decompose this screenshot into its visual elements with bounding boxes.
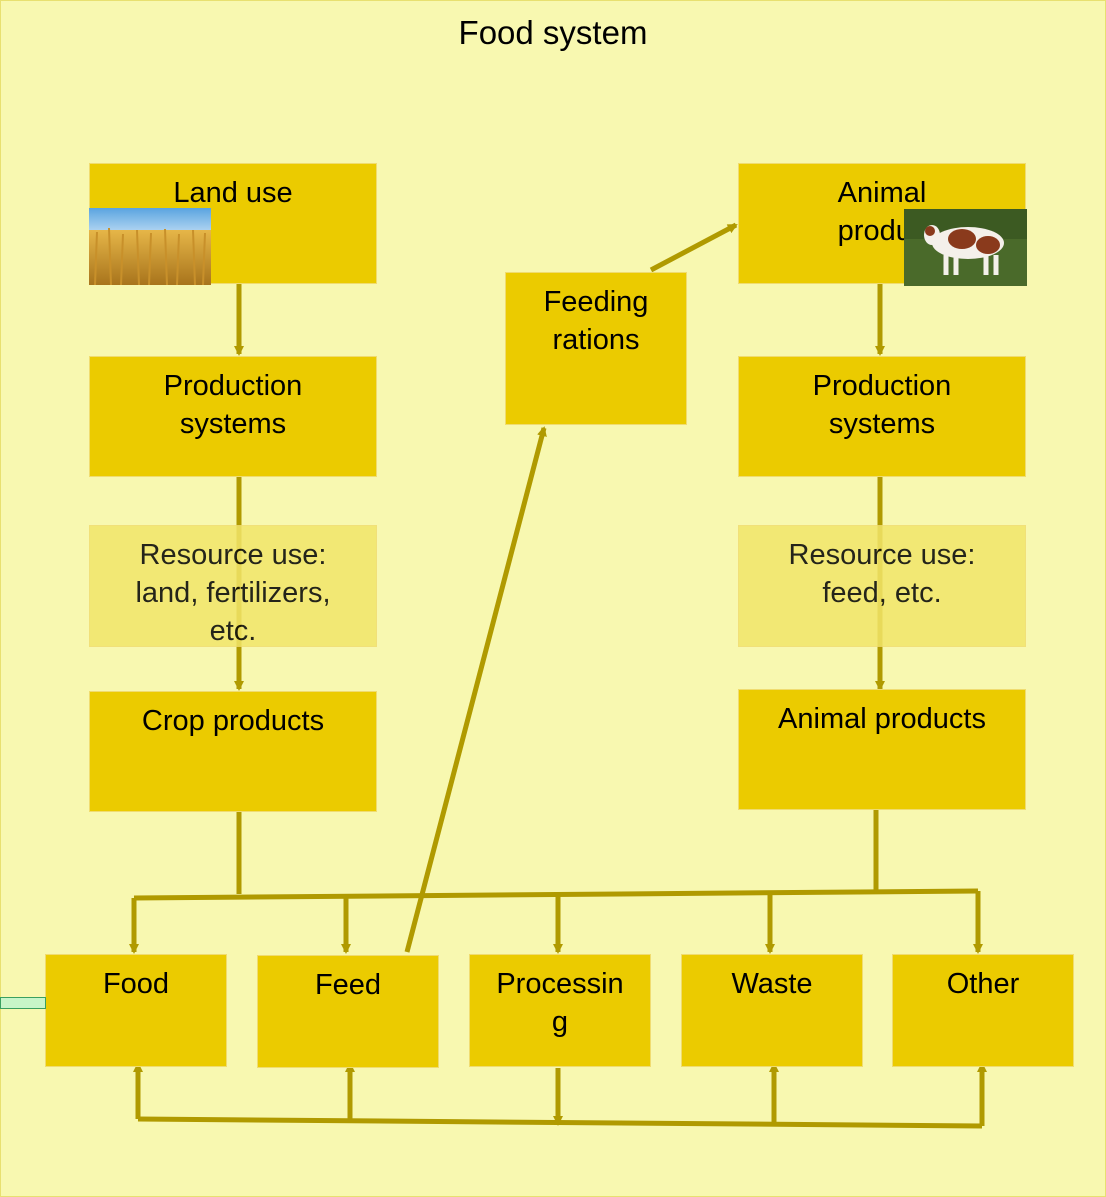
feeding-rations-box: Feeding rations: [505, 272, 687, 425]
crop-resource-use-box: Resource use: land, fertilizers, etc.: [89, 525, 377, 647]
return-bar: [137, 1116, 983, 1129]
side-handle[interactable]: [0, 997, 46, 1009]
use-box-processing: Processin g: [469, 954, 651, 1067]
use-label-waste: Waste: [731, 968, 813, 1000]
crop-production-systems-box: Production systems: [89, 356, 377, 477]
crop-products-box: Crop products: [89, 691, 377, 812]
diagram-title: Food system: [458, 14, 648, 51]
use-box-feed: Feed: [257, 955, 439, 1068]
animal-production-systems-label: Production systems: [812, 370, 952, 440]
use-label-food: Food: [102, 968, 170, 1000]
crop-resource-use-label: Resource use: land, fertilizers, etc.: [135, 539, 331, 647]
use-label-other: Other: [946, 968, 1020, 1000]
use-box-food: Food: [45, 954, 227, 1067]
use-box-other: Other: [892, 954, 1074, 1067]
crop-production-systems-label: Production systems: [163, 370, 303, 440]
land-use-label: Land use: [173, 177, 293, 209]
use-label-processing: Processin g: [496, 968, 624, 1038]
arrow-rations-to-animal: [649, 222, 738, 273]
feeding-rations-label: Feeding rations: [543, 286, 649, 356]
cow-image: [904, 209, 1027, 286]
wheat-field-image: [89, 208, 211, 285]
arrow-feed-to-rations: [404, 426, 547, 953]
animal-resource-use-label: Resource use: feed, etc.: [788, 539, 976, 609]
use-label-feed: Feed: [314, 969, 382, 1001]
animal-production-systems-box: Production systems: [738, 356, 1026, 477]
crop-products-label: Crop products: [141, 705, 325, 737]
animal-products-box: Animal products: [738, 689, 1026, 810]
use-box-waste: Waste: [681, 954, 863, 1067]
animal-products-label: Animal products: [778, 703, 986, 735]
animal-resource-use-box: Resource use: feed, etc.: [738, 525, 1026, 647]
animal-production-label: Animal produc: [837, 177, 927, 247]
